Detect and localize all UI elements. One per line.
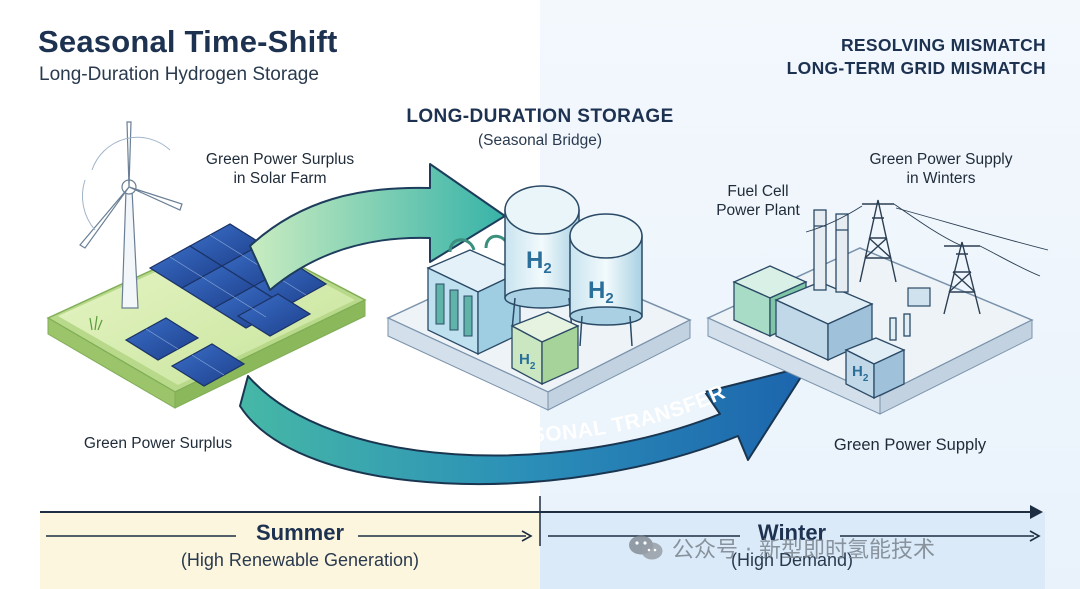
page-subtitle: Long-Duration Hydrogen Storage — [39, 64, 319, 85]
solar-surplus-label: Green Power Surplus in Solar Farm — [180, 150, 380, 188]
fuel-cell-line-2: Power Plant — [716, 202, 800, 219]
mismatch-heading: RESOLVING MISMATCH LONG-TERM GRID MISMAT… — [787, 34, 1046, 80]
solar-panels — [124, 223, 328, 387]
transmission-towers — [805, 199, 1049, 315]
grass-tuft — [89, 315, 103, 331]
cabinet-right-label: H2 — [852, 363, 869, 384]
mismatch-line-1: RESOLVING MISMATCH — [840, 35, 1046, 55]
watermark: 公众号 · 新型即时氢能技术 — [628, 532, 935, 564]
winter-supply-line-1: Green Power Supply — [869, 151, 1013, 168]
wechat-icon — [628, 534, 664, 562]
winter-name: Winter — [757, 520, 827, 545]
wind-turbine — [79, 121, 183, 309]
summer-band — [40, 512, 540, 589]
hydrogen-tank-1 — [504, 185, 580, 331]
winter-season: Winter (High Demand) — [692, 520, 892, 571]
fuel-cell-line-1: Fuel Cell — [727, 183, 789, 200]
solar-surplus-line-2: in Solar Farm — [233, 170, 327, 187]
right-bottom-label: Green Power Supply — [833, 436, 987, 454]
winter-band — [540, 512, 1045, 589]
storage-heading: LONG-DURATION STORAGE (Seasonal Bridge) — [380, 106, 700, 150]
hydrogen-tank-2 — [569, 213, 643, 347]
storage-subtitle: (Seasonal Bridge) — [477, 132, 603, 149]
watermark-text: 公众号 · 新型即时氢能技术 — [672, 538, 935, 563]
page-title: Seasonal Time-Shift — [38, 24, 338, 59]
timeline-axis — [40, 496, 1043, 546]
winter-supply-line-2: in Winters — [906, 170, 976, 187]
summer-season: Summer (High Renewable Generation) — [140, 520, 460, 571]
hydrogen-cabinet-right — [844, 313, 911, 400]
transformer-box — [907, 287, 931, 307]
left-bottom-label: Green Power Surplus — [83, 435, 233, 452]
solar-surplus-line-1: Green Power Surplus — [205, 151, 355, 168]
summer-desc: (High Renewable Generation) — [180, 550, 420, 570]
bottom-transfer-arrow — [239, 365, 809, 486]
mismatch-line-2: LONG-TERM GRID MISMATCH — [786, 58, 1046, 78]
tank-1-label: H2 — [526, 247, 552, 277]
tank-2-label: H2 — [588, 277, 614, 307]
fuel-cell-plant — [732, 209, 874, 362]
winter-supply-label: Green Power Supply in Winters — [846, 150, 1036, 188]
summer-name: Summer — [255, 520, 345, 545]
fuel-cell-label: Fuel Cell Power Plant — [698, 182, 818, 220]
winter-desc: (High Demand) — [730, 550, 854, 570]
storage-title: LONG-DURATION STORAGE — [406, 106, 674, 127]
cabinet-label: H2 — [519, 351, 536, 372]
hydrogen-cabinet — [510, 311, 580, 386]
